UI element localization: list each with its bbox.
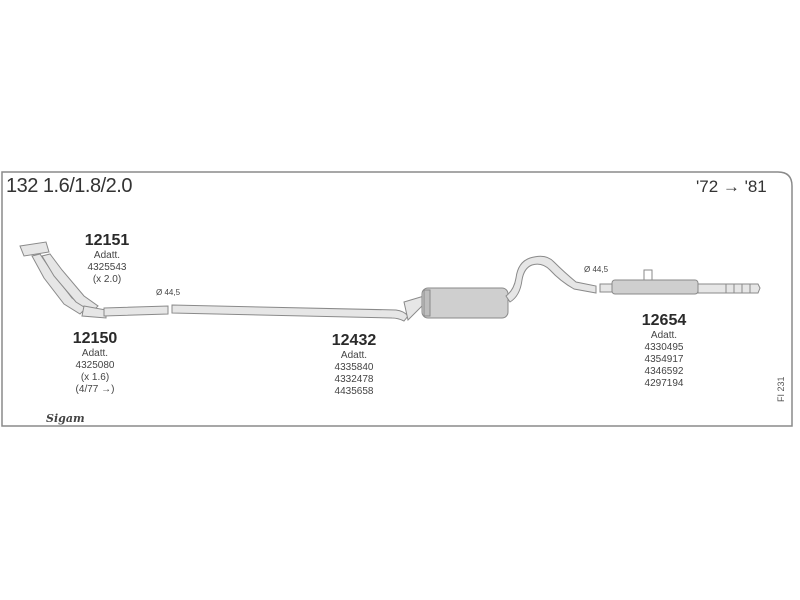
part-number: 12151 — [84, 232, 130, 249]
part-block-12432: 12432 Adatt. 4335840 4332478 4435658 — [322, 332, 386, 398]
part-ref: 4325543 — [87, 262, 127, 273]
centre-pipe-12432 — [171, 255, 597, 322]
part-note: (x 1.6) — [80, 372, 110, 383]
part-ref: 4346592 — [644, 366, 684, 377]
part-note: Adatt. — [650, 330, 678, 341]
vehicle-model-title: 132 1.6/1.8/2.0 — [6, 175, 132, 197]
part-ref: 4325080 — [75, 360, 115, 371]
downpipe-12151-12150 — [19, 241, 169, 319]
part-block-12151: 12151 Adatt. 4325543 (x 2.0) — [76, 232, 138, 286]
part-ref: 4435658 — [334, 386, 374, 397]
part-note: (4/77 →) — [75, 384, 115, 395]
silencer-12654 — [611, 279, 699, 295]
diameter-label: Ø 44,5 — [584, 265, 609, 274]
part-ref: 4332478 — [334, 374, 374, 385]
part-number: 12150 — [72, 330, 118, 347]
diagram-code: FI 231 — [776, 376, 786, 402]
part-ref: 4330495 — [644, 342, 684, 353]
part-note: Adatt. — [81, 348, 109, 359]
part-note: Adatt. — [93, 250, 121, 261]
part-ref: 4354917 — [644, 354, 684, 365]
part-note: Adatt. — [340, 350, 368, 361]
year-range: '72 → '81 — [696, 177, 767, 196]
brand-logo: Sigam — [46, 412, 85, 425]
part-block-12150: 12150 Adatt. 4325080 (x 1.6) (4/77 →) — [60, 330, 130, 396]
part-number: 12432 — [331, 332, 377, 349]
part-ref: 4335840 — [334, 362, 374, 373]
part-number: 12654 — [641, 312, 687, 329]
muffler-12432 — [421, 287, 509, 319]
rear-section-12654 — [599, 269, 761, 295]
part-block-12654: 12654 Adatt. 4330495 4354917 4346592 429… — [632, 312, 696, 390]
part-note: (x 2.0) — [92, 274, 122, 285]
diameter-label: Ø 44,5 — [156, 288, 181, 297]
part-ref: 4297194 — [644, 378, 684, 389]
panel-frame — [1, 171, 793, 427]
